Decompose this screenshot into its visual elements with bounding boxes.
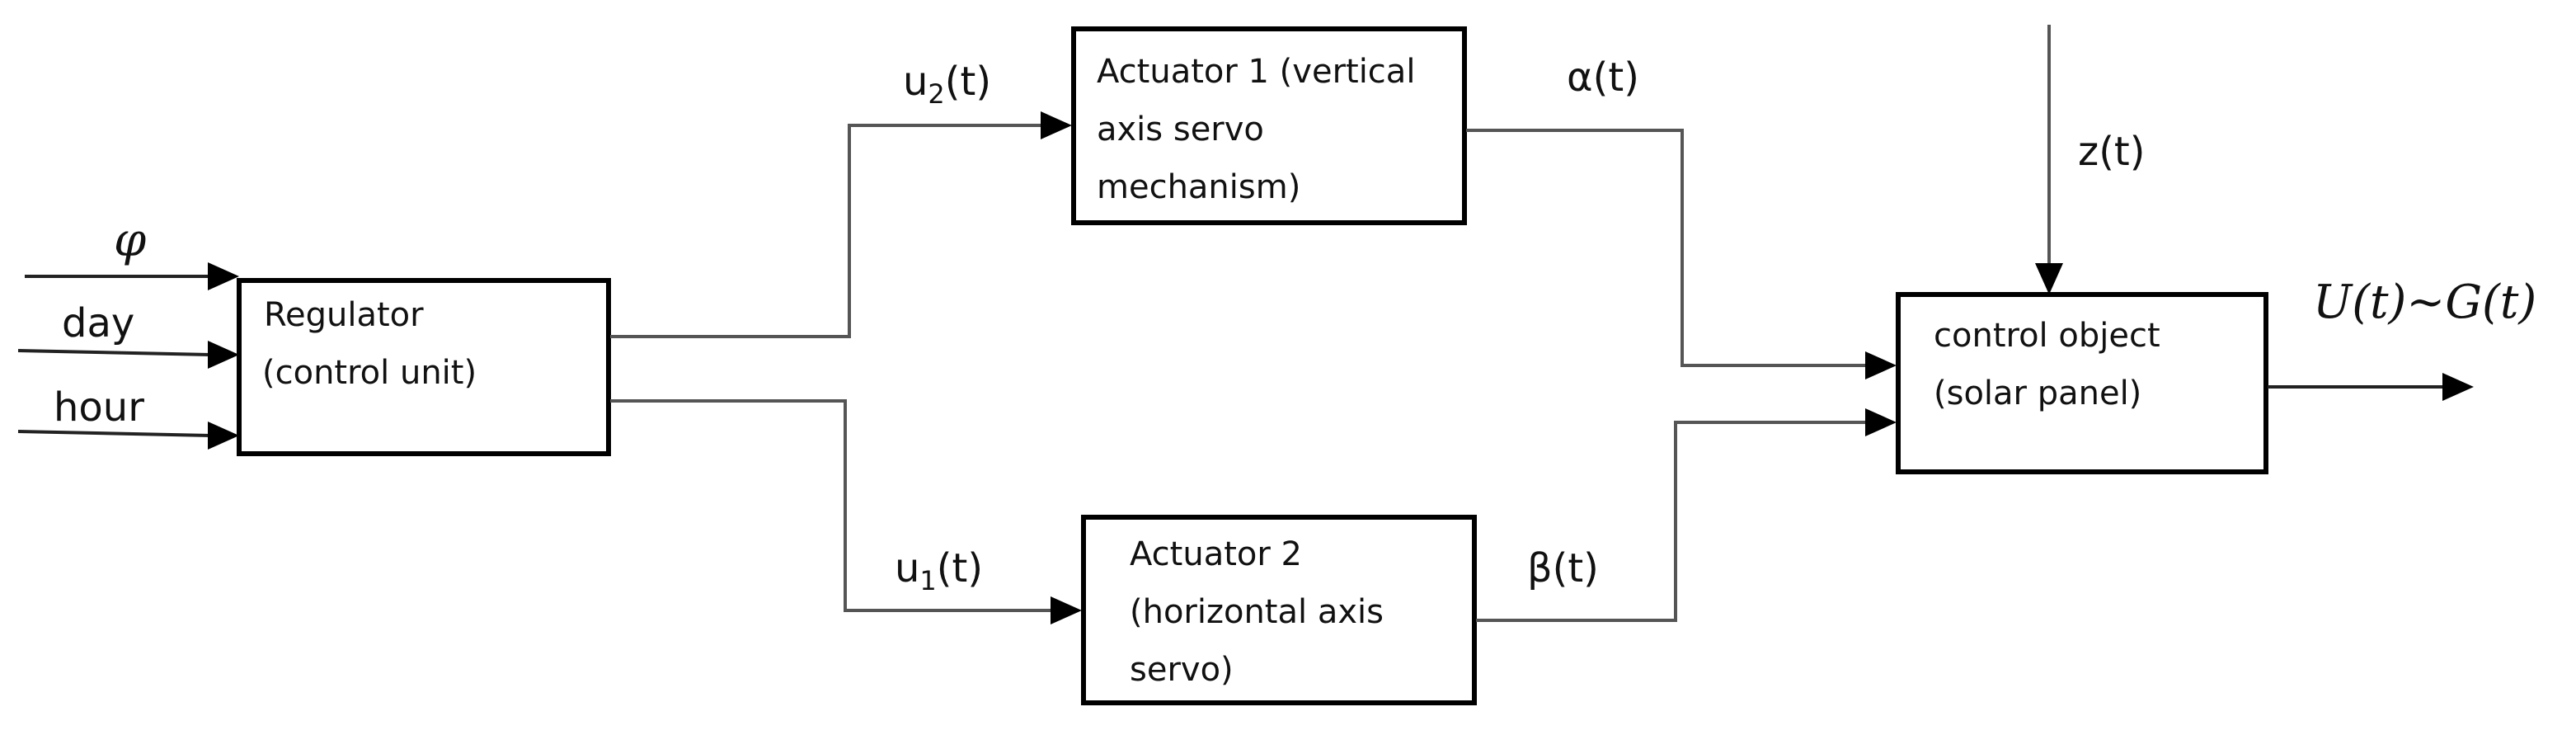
- alpha-arrowhead: [1865, 351, 1897, 379]
- actuator2-label-line1: Actuator 2: [1130, 535, 1302, 573]
- regulator-block: Regulator (control unit): [237, 278, 611, 456]
- actuator2-label-line3: servo): [1130, 651, 1234, 689]
- u1-wire: [610, 399, 1053, 612]
- phi-arrowhead: [208, 262, 239, 290]
- control-object-label-line2: (solar panel): [1934, 375, 2141, 412]
- actuator1-block: Actuator 1 (vertical axis servo mechanis…: [1071, 26, 1467, 225]
- actuator2-box: [1081, 515, 1477, 705]
- hour-input-line: [17, 430, 211, 437]
- z-arrowhead: [2035, 263, 2063, 294]
- actuator1-label-line3: mechanism): [1097, 168, 1300, 206]
- u2-label: u2(t): [903, 59, 991, 110]
- regulator-label-line2: (control unit): [262, 354, 477, 392]
- actuator2-block: Actuator 2 (horizontal axis servo): [1081, 515, 1477, 705]
- output-arrowhead: [2442, 373, 2474, 401]
- u2-wire: [610, 124, 1043, 338]
- alpha-wire: [1466, 129, 1868, 367]
- actuator1-label-line2: axis servo: [1097, 111, 1264, 148]
- control-object-block: control object (solar panel): [1896, 292, 2268, 474]
- u2-arrowhead: [1041, 111, 1072, 139]
- z-label: z(t): [2078, 129, 2145, 175]
- output-label: U(t)~G(t): [2313, 276, 2536, 329]
- beta-label: β(t): [1527, 545, 1599, 591]
- u1-arrowhead: [1051, 596, 1082, 624]
- alpha-label: α(t): [1567, 54, 1639, 101]
- regulator-box: [237, 278, 611, 456]
- hour-label: hour: [54, 384, 144, 431]
- u1-label: u1(t): [895, 545, 983, 596]
- day-input-line: [17, 349, 211, 356]
- day-arrowhead: [208, 341, 239, 369]
- day-label: day: [62, 300, 134, 346]
- input-arrows: [17, 262, 239, 450]
- phi-label: φ: [114, 214, 146, 267]
- actuator1-label-line1: Actuator 1 (vertical: [1097, 53, 1415, 91]
- hour-arrowhead: [208, 422, 239, 450]
- control-object-label-line1: control object: [1934, 317, 2160, 355]
- actuator2-label-line2: (horizontal axis: [1130, 593, 1384, 631]
- actuator1-box: [1071, 26, 1467, 225]
- beta-wire: [1476, 421, 1868, 622]
- regulator-label-line1: Regulator: [264, 296, 424, 334]
- control-object-box: [1896, 292, 2268, 474]
- beta-arrowhead: [1865, 408, 1897, 436]
